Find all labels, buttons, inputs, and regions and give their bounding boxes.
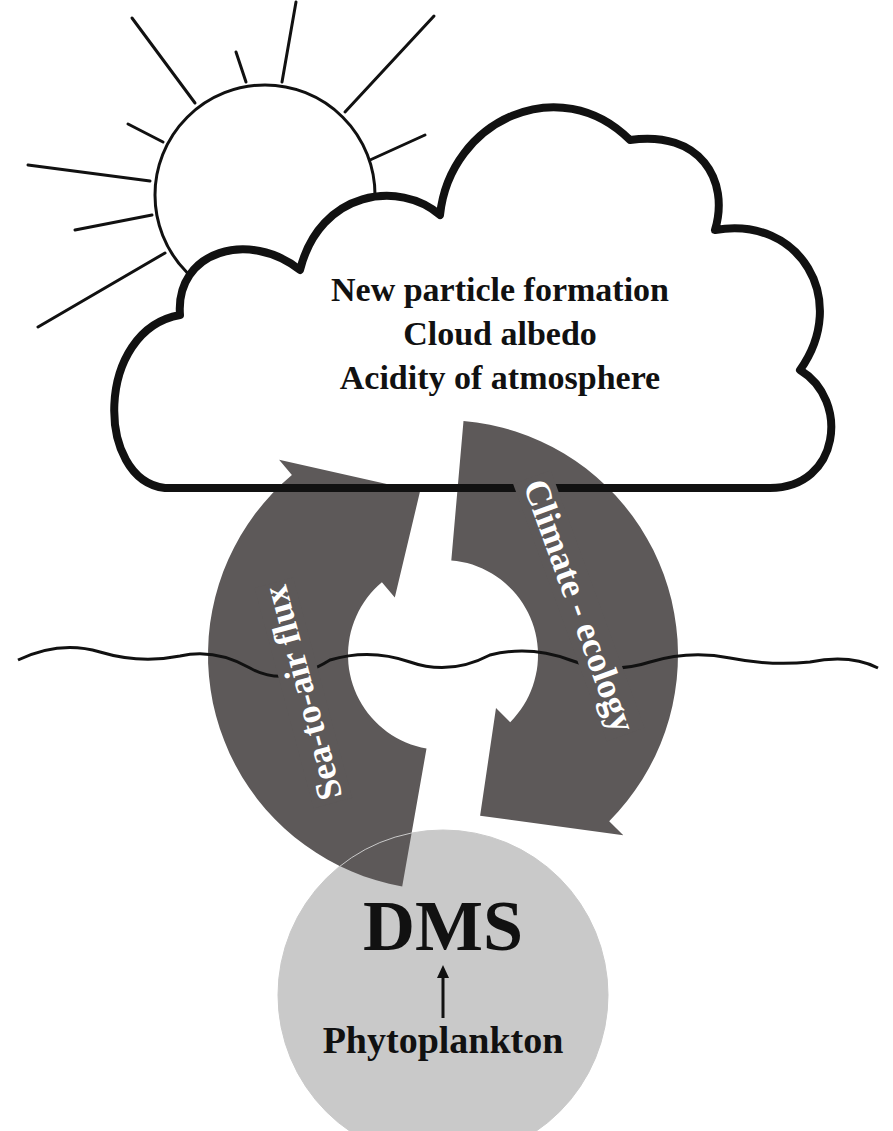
node-outline: [100, 70, 835, 500]
arrow-head: [437, 965, 449, 978]
node-outline: [278, 830, 608, 1131]
cycle-arrow: [451, 421, 678, 835]
flow-label: Climate - ecology: [514, 470, 645, 741]
cloud-node: New particle formationCloud albedoAcidit…: [100, 70, 835, 500]
dms-circle: [278, 830, 608, 1131]
flow-label: Sea-to-air flux: [254, 577, 351, 808]
dms-circle-fill: [278, 830, 608, 1131]
cloud-text: New particle formation: [331, 268, 669, 312]
arrow-shaft: [442, 976, 445, 1018]
cycle-arrow: [208, 460, 426, 887]
sea-wave: [18, 648, 878, 677]
cloud-outline: [114, 107, 831, 488]
up-arrow: [433, 962, 453, 1020]
text-stack: New particle formationCloud albedoAcidit…: [200, 268, 800, 401]
dms-circle-node: DMS Phytoplankton: [278, 830, 608, 1131]
text-stack: DMS Phytoplankton: [278, 890, 608, 1062]
up-arrow-symbol: [433, 962, 453, 1020]
dms-title: DMS: [363, 890, 523, 962]
cloud-text: Acidity of atmosphere: [340, 356, 660, 400]
cloud-text: Cloud albedo: [403, 312, 597, 356]
source-label: Phytoplankton: [323, 1020, 564, 1062]
